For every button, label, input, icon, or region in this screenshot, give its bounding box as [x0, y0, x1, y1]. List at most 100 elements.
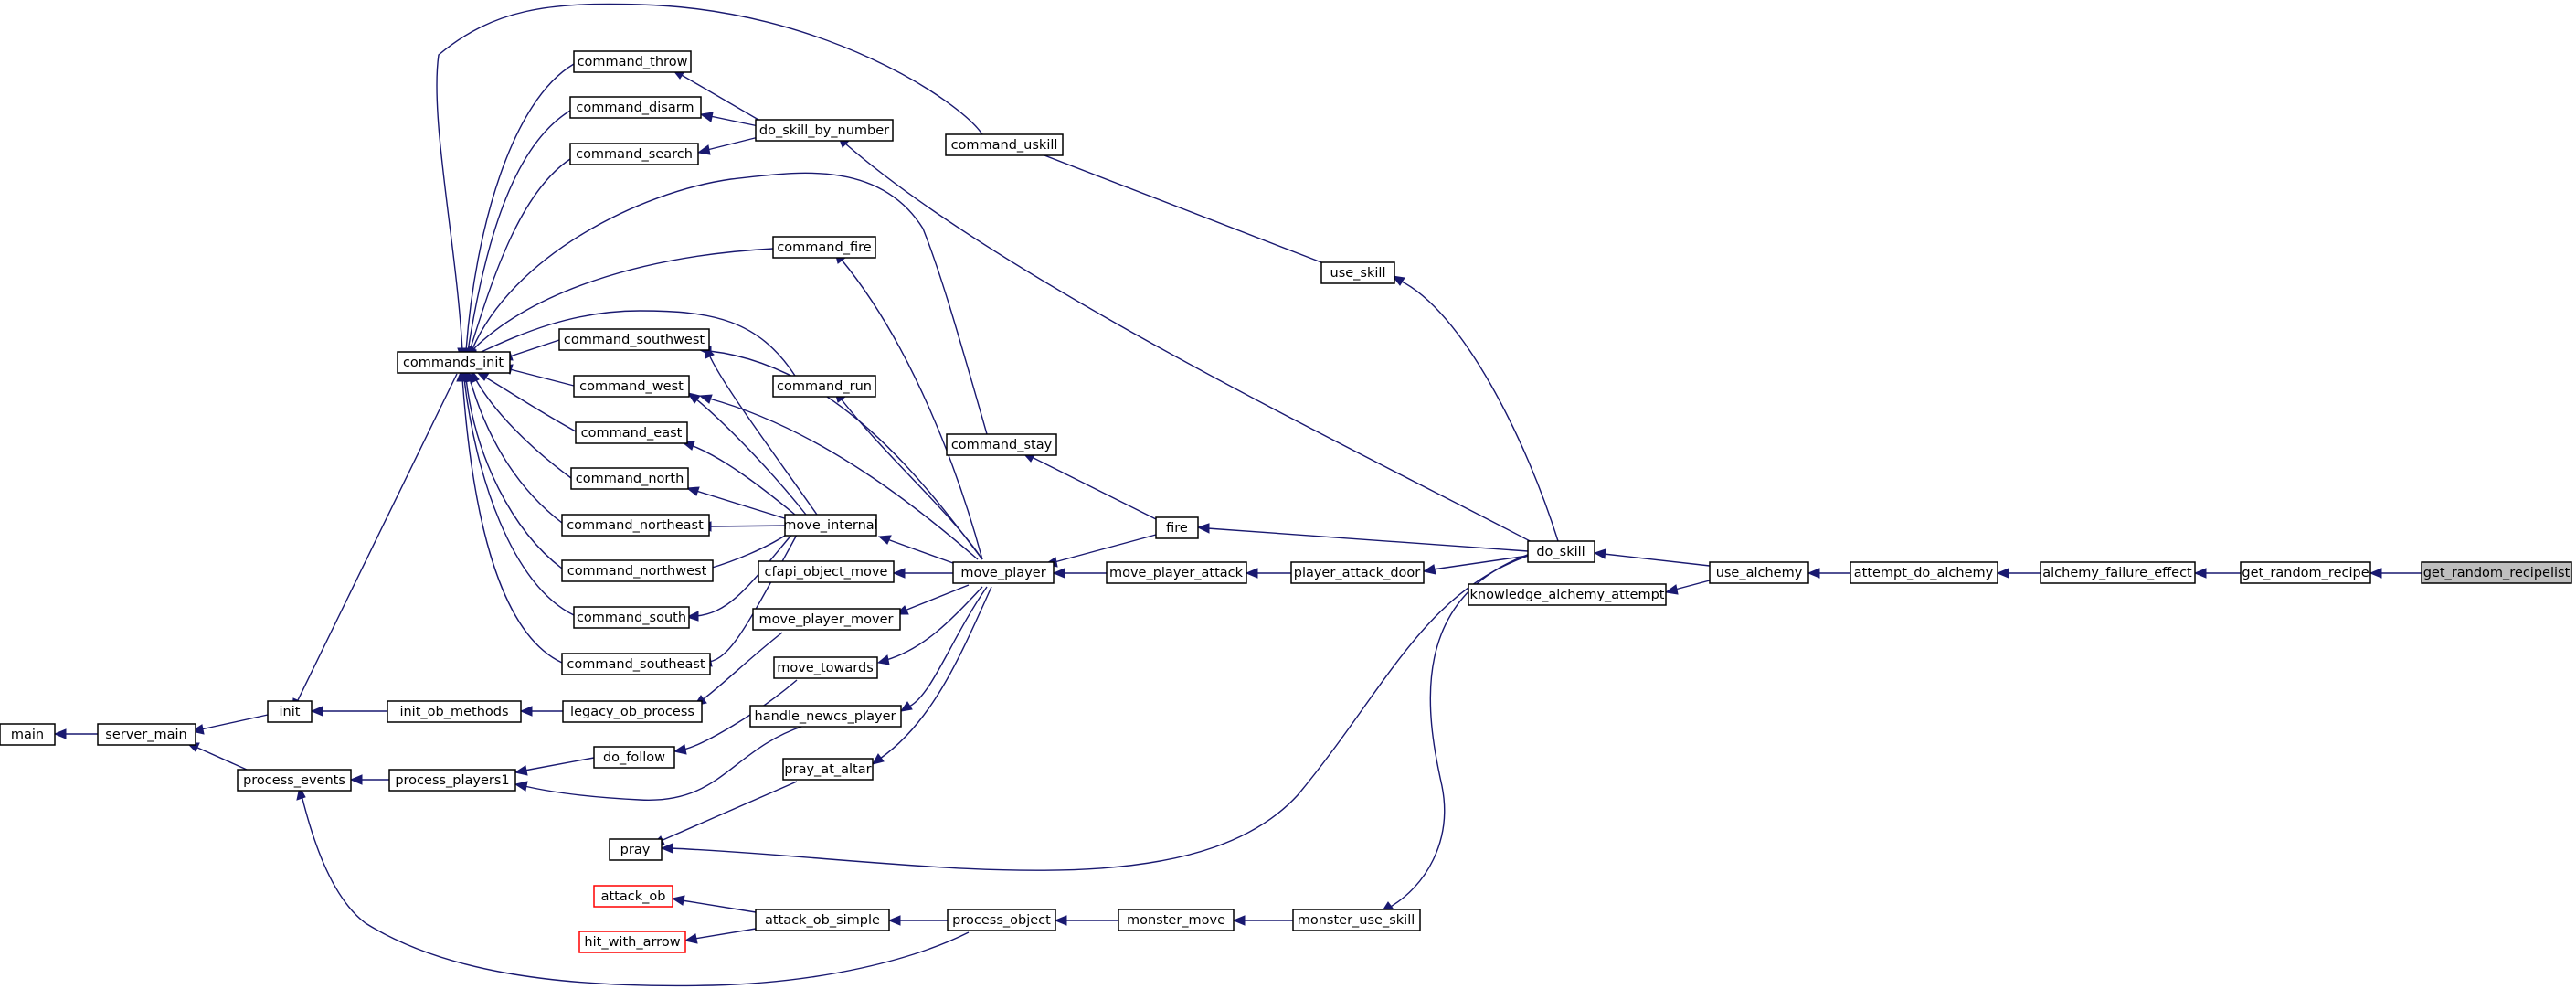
node-hit_with_arrow[interactable]: hit_with_arrow — [578, 931, 686, 953]
node-label: command_south — [577, 611, 686, 625]
node-label: command_stay — [951, 438, 1053, 452]
node-label: command_search — [576, 147, 693, 162]
node-player_attack_door[interactable]: player_attack_door — [1290, 561, 1425, 584]
node-label: process_object — [952, 913, 1051, 928]
node-cfapi_object_move[interactable]: cfapi_object_move — [758, 560, 895, 583]
node-label: player_attack_door — [1294, 566, 1421, 580]
edge-commands_init-init — [292, 373, 458, 712]
node-command_stay[interactable]: command_stay — [946, 433, 1057, 456]
node-label: command_run — [777, 379, 872, 394]
edge-move_towards-do_follow — [673, 679, 798, 755]
edge-move_player-command_fire — [834, 251, 983, 560]
node-label: command_southwest — [564, 333, 705, 347]
node-label: move_player — [960, 566, 1045, 580]
node-label: command_disarm — [576, 101, 694, 115]
node-command_northwest[interactable]: command_northwest — [561, 559, 714, 582]
edge-command_search-commands_init — [465, 158, 571, 361]
edge-pray_at_altar-pray — [651, 781, 798, 845]
edge-init-server_main — [190, 714, 269, 735]
node-command_run[interactable]: command_run — [772, 375, 876, 398]
node-command_west[interactable]: command_west — [573, 375, 690, 398]
node-command_disarm[interactable]: command_disarm — [569, 96, 702, 119]
node-use_alchemy[interactable]: use_alchemy — [1709, 561, 1809, 584]
node-do_follow[interactable]: do_follow — [593, 746, 675, 769]
node-alchemy_failure_effect[interactable]: alchemy_failure_effect — [2040, 561, 2196, 584]
edge-do_skill-do_skill_by_number — [838, 136, 1536, 545]
node-use_skill[interactable]: use_skill — [1320, 261, 1395, 284]
node-init_ob_methods[interactable]: init_ob_methods — [387, 700, 522, 723]
node-label: commands_init — [403, 356, 504, 370]
node-do_skill_by_number[interactable]: do_skill_by_number — [755, 119, 894, 142]
edge-command_stay-commands_init — [466, 172, 988, 435]
node-label: move_internal — [783, 518, 877, 533]
edge-move_internal-command_south — [685, 532, 794, 622]
node-do_skill[interactable]: do_skill — [1527, 540, 1595, 563]
node-move_player_mover[interactable]: move_player_mover — [752, 608, 901, 631]
node-monster_move[interactable]: monster_move — [1118, 909, 1235, 931]
node-command_southwest[interactable]: command_southwest — [558, 328, 710, 351]
node-process_object[interactable]: process_object — [947, 909, 1056, 931]
node-process_players1[interactable]: process_players1 — [388, 769, 516, 792]
node-label: command_southeast — [567, 657, 705, 672]
edge-monster_move-process_object — [1054, 915, 1118, 926]
node-command_southeast[interactable]: command_southeast — [561, 653, 711, 675]
node-label: legacy_ob_process — [570, 705, 694, 719]
node-main[interactable]: main — [0, 723, 56, 746]
edge-command_southeast-commands_init — [456, 368, 563, 664]
node-commands_init[interactable]: commands_init — [397, 351, 511, 374]
node-attack_ob[interactable]: attack_ob — [593, 885, 673, 908]
node-label: command_northwest — [567, 564, 707, 579]
node-command_east[interactable]: command_east — [575, 421, 688, 444]
node-label: monster_use_skill — [1298, 913, 1415, 928]
node-move_internal[interactable]: move_internal — [783, 514, 878, 537]
edge-do_skill_by_number-command_search — [696, 136, 759, 155]
node-label: move_player_mover — [758, 612, 893, 627]
edge-move_player-pray_at_altar — [872, 586, 992, 765]
node-move_player[interactable]: move_player — [952, 561, 1055, 584]
edge-move_player-move_player_mover — [895, 584, 970, 615]
node-pray[interactable]: pray — [609, 838, 663, 861]
edge-process_events-server_main — [186, 742, 248, 771]
node-label: use_skill — [1330, 266, 1386, 281]
node-move_player_attack[interactable]: move_player_attack — [1106, 561, 1247, 584]
node-command_uskill[interactable]: command_uskill — [945, 133, 1064, 156]
node-pray_at_altar[interactable]: pray_at_altar — [782, 758, 874, 781]
node-attack_ob_simple[interactable]: attack_ob_simple — [755, 909, 890, 931]
node-label: command_uskill — [951, 138, 1058, 153]
node-handle_newcs_player[interactable]: handle_newcs_player — [749, 705, 902, 728]
edge-alchemy_failure_effect-attempt_do_alchemy — [1996, 568, 2041, 579]
node-label: move_player_attack — [1109, 566, 1244, 580]
edge-do_follow-process_players1 — [514, 757, 595, 776]
edge-command_uskill-commands_init — [436, 3, 983, 361]
node-process_events[interactable]: process_events — [237, 769, 352, 792]
node-label: process_players1 — [395, 773, 509, 788]
node-label: cfapi_object_move — [765, 565, 888, 580]
edge-use_alchemy-knowledge_alchemy_attempt — [1664, 580, 1711, 595]
node-move_towards[interactable]: move_towards — [773, 656, 878, 679]
node-fire[interactable]: fire — [1155, 516, 1199, 539]
node-command_search[interactable]: command_search — [569, 143, 699, 165]
node-get_random_recipe[interactable]: get_random_recipe — [2240, 561, 2371, 584]
edge-do_skill-use_skill — [1391, 275, 1559, 542]
node-command_northeast[interactable]: command_northeast — [561, 514, 710, 537]
node-attempt_do_alchemy[interactable]: attempt_do_alchemy — [1850, 561, 1998, 584]
call-graph-edges — [53, 3, 2422, 987]
edge-move_player-move_internal — [877, 535, 954, 564]
edge-init_ob_methods-init — [310, 706, 387, 717]
node-command_south[interactable]: command_south — [573, 606, 690, 629]
node-command_fire[interactable]: command_fire — [772, 236, 876, 259]
node-label: handle_newcs_player — [755, 709, 896, 724]
edge-do_skill-pray — [660, 550, 1543, 871]
edge-attack_ob_simple-hit_with_arrow — [684, 928, 757, 944]
node-command_throw[interactable]: command_throw — [573, 50, 692, 73]
node-label: process_events — [243, 773, 345, 788]
node-server_main[interactable]: server_main — [97, 723, 196, 746]
node-init[interactable]: init — [267, 700, 313, 723]
node-knowledge_alchemy_attempt[interactable]: knowledge_alchemy_attempt — [1468, 583, 1667, 606]
node-label: attack_ob_simple — [765, 913, 880, 928]
node-command_north[interactable]: command_north — [570, 467, 689, 490]
node-label: use_alchemy — [1716, 566, 1803, 580]
node-monster_use_skill[interactable]: monster_use_skill — [1292, 909, 1421, 931]
node-legacy_ob_process[interactable]: legacy_ob_process — [562, 700, 703, 723]
